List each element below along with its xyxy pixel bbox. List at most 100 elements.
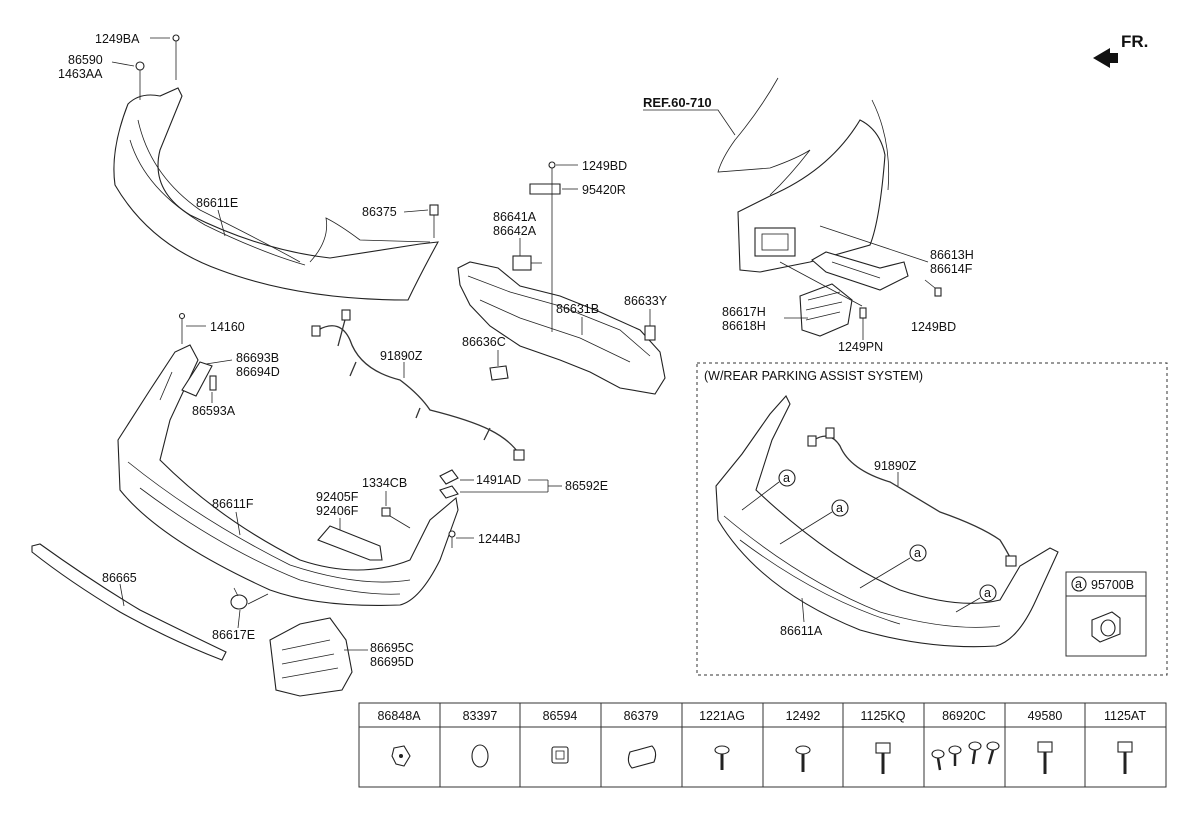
table-header-83397: 83397 — [463, 709, 498, 723]
sensor-legend-marker: a — [1075, 577, 1082, 591]
callout-1463AA: 1463AA — [58, 67, 103, 81]
callout-91890Z: 91890Z — [380, 349, 423, 363]
table-header-86920C: 86920C — [942, 709, 986, 723]
parking-sensor-icon — [1091, 611, 1121, 643]
callout-1334CB: 1334CB — [362, 476, 407, 490]
callout-86641A: 86641A — [493, 210, 537, 224]
bolt-1125AT-icon — [1117, 741, 1133, 774]
callout-86665: 86665 — [102, 571, 137, 585]
callout-95420R: 95420R — [582, 183, 626, 197]
callout-86593A: 86593A — [192, 404, 236, 418]
callout-86633Y: 86633Y — [624, 294, 668, 308]
reflector-92405F — [317, 525, 383, 561]
callout-86614F: 86614F — [930, 262, 973, 276]
wiring-harness-91890Z — [311, 309, 525, 461]
bolt-14160-icon — [178, 312, 186, 344]
svg-text:a: a — [783, 471, 790, 485]
retainer-86693B-icon — [181, 361, 213, 397]
callout-14160: 14160 — [210, 320, 245, 334]
bolt-1249BA-icon — [172, 34, 180, 80]
bracket-95420R-icon — [529, 183, 561, 195]
bolt-1249BD-side-icon — [924, 279, 942, 297]
side-guard-86617H — [799, 283, 853, 337]
bracket-86636C-icon — [489, 365, 509, 381]
table-header-86848A: 86848A — [377, 709, 421, 723]
callout-1249BD-upper: 1249BD — [582, 159, 627, 173]
grommet-83397-icon — [471, 744, 489, 768]
callout-86694D: 86694D — [236, 365, 280, 379]
callout-86631B: 86631B — [556, 302, 599, 316]
nut-86590-icon — [135, 61, 145, 100]
sensor-marker-4: a — [955, 584, 997, 613]
nut-1334CB-icon — [381, 507, 391, 517]
callout-86695D: 86695D — [370, 655, 414, 669]
small-parts-table — [358, 702, 1167, 788]
front-direction-arrow-icon — [1093, 48, 1118, 68]
clip-86633Y-icon — [644, 325, 656, 341]
bolt-1249BD-icon — [548, 161, 556, 332]
callout-86592E: 86592E — [565, 479, 608, 493]
parking-assist-option-box — [696, 362, 1168, 676]
callout-86611E: 86611E — [196, 196, 238, 210]
sensor-marker-3: a — [859, 544, 927, 589]
pad-86379-icon — [627, 745, 657, 769]
side-bracket-86613H — [811, 251, 909, 291]
callout-86611F: 86611F — [212, 497, 254, 511]
callout-92406F: 92406F — [316, 504, 359, 518]
option-box-title: (W/REAR PARKING ASSIST SYSTEM) — [704, 369, 923, 383]
option-bumper-cover — [715, 395, 1059, 648]
lower-bumper-cover — [117, 344, 459, 606]
callout-1491AD: 1491AD — [476, 473, 521, 487]
bolt-1244BJ-icon — [448, 530, 456, 548]
sensor-marker-2: a — [779, 499, 849, 545]
bolt-49580-icon — [1037, 741, 1053, 774]
screw-1221AG-icon — [714, 745, 730, 770]
option-callout-86611A: 86611A — [780, 624, 823, 638]
bolt-1249PN-icon — [859, 307, 867, 340]
clip-86593A-icon — [209, 375, 217, 391]
quarter-panel-reference — [717, 77, 890, 273]
svg-text:a: a — [914, 546, 921, 560]
table-header-1221AG: 1221AG — [699, 709, 745, 723]
sensor-legend-part: 95700B — [1091, 578, 1134, 592]
callout-1249PN: 1249PN — [838, 340, 883, 354]
tow-hook-cap-86617E — [230, 587, 248, 610]
option-callout-91890Z: 91890Z — [874, 459, 917, 473]
table-header-86594: 86594 — [543, 709, 578, 723]
callout-1244BJ: 1244BJ — [478, 532, 520, 546]
callout-92405F: 92405F — [316, 490, 359, 504]
callout-1249BA: 1249BA — [95, 32, 140, 46]
callout-86693B: 86693B — [236, 351, 279, 365]
callout-86617E: 86617E — [212, 628, 255, 642]
mud-guard-86695C — [269, 617, 353, 697]
front-direction-label: FR. — [1121, 32, 1148, 51]
callout-86590: 86590 — [68, 53, 103, 67]
callout-86617H: 86617H — [722, 305, 766, 319]
callout-1249BD-side: 1249BD — [911, 320, 956, 334]
table-header-12492: 12492 — [786, 709, 821, 723]
table-header-1125AT: 1125AT — [1104, 709, 1146, 723]
screw-12492-icon — [795, 745, 811, 772]
callout-86618H: 86618H — [722, 319, 766, 333]
callout-86642A: 86642A — [493, 224, 537, 238]
screws-86920C-icon — [931, 741, 1000, 771]
sensor-legend-marker-icon — [1071, 576, 1087, 592]
callout-86613H: 86613H — [930, 248, 974, 262]
table-header-49580: 49580 — [1028, 709, 1063, 723]
reference-label: REF.60-710 — [643, 95, 712, 110]
table-header-86379: 86379 — [624, 709, 659, 723]
bolt-86375-icon — [429, 204, 439, 238]
sensor-marker-1: a — [741, 469, 796, 511]
callout-86636C: 86636C — [462, 335, 506, 349]
svg-text:a: a — [984, 586, 991, 600]
lower-strip-86665 — [31, 543, 227, 661]
bolt-1125KQ-icon — [875, 742, 891, 774]
callout-86695C: 86695C — [370, 641, 414, 655]
callout-86375: 86375 — [362, 205, 397, 219]
option-harness-91890Z — [807, 427, 1017, 567]
table-header-1125KQ: 1125KQ — [861, 709, 906, 723]
svg-text:a: a — [836, 501, 843, 515]
clip-1491AD-icon — [439, 469, 459, 499]
